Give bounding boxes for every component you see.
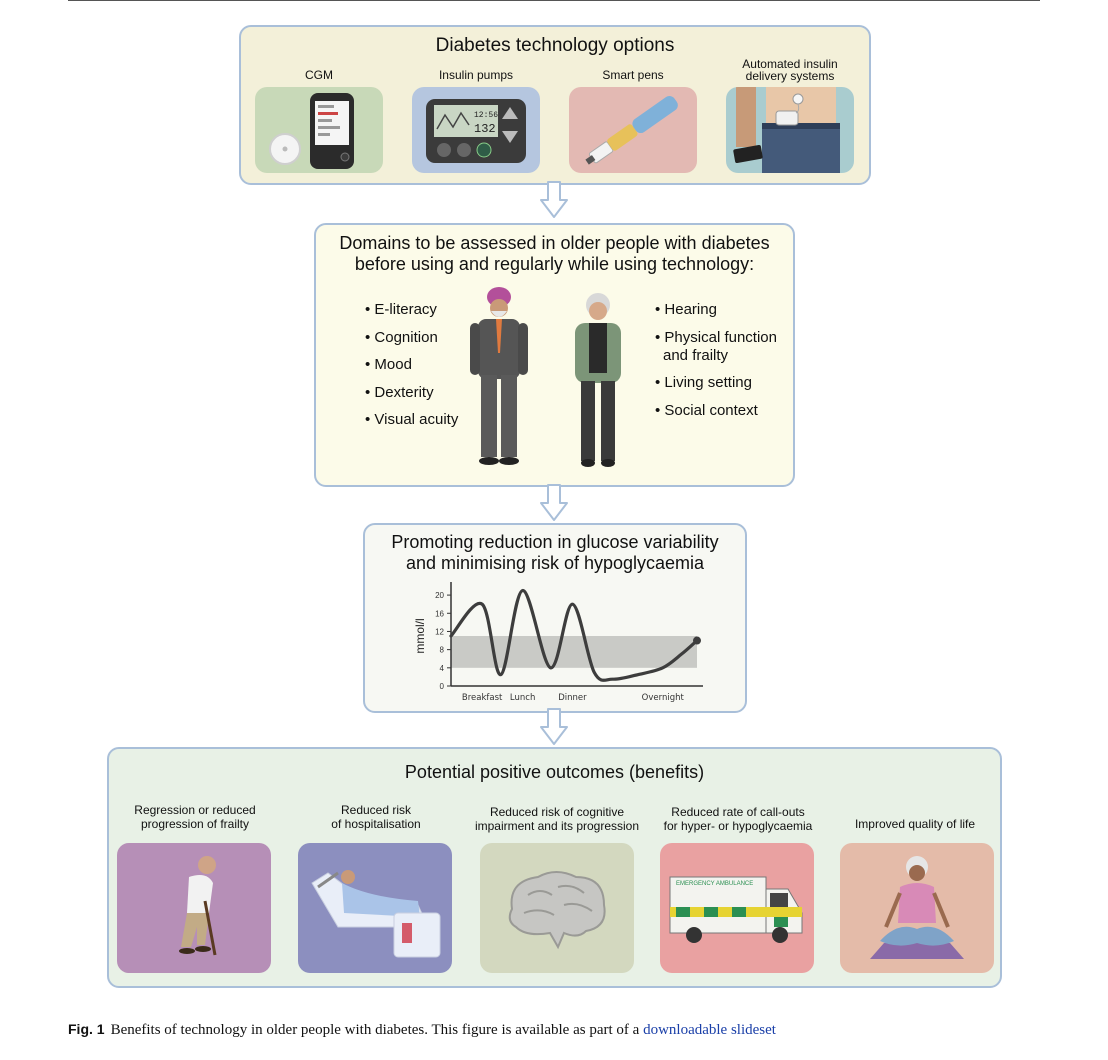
quality-of-life-tile [840,843,994,973]
glucose-series-line [449,588,699,682]
aid-system-icon [733,87,840,173]
brain-icon [508,871,606,950]
domain-item: • Cognition [365,328,438,346]
down-arrow-2 [540,484,568,521]
smart-pen-icon [585,95,678,165]
caption-fig-label: Fig. 1 [68,1021,105,1037]
insulin-pump-icon: 12:56 132 [426,99,526,163]
domain-item: • E-literacy [365,301,437,318]
y-tick-label: 12 [435,627,444,636]
insulin-pump-tile: 12:56 132 [412,87,540,173]
caption-text: Benefits of technology in older people w… [110,1022,644,1038]
x-tick-label: Overnight [642,693,685,703]
ambulance-tile: EMERGENCY AMBULANCE [660,843,814,973]
y-tick-label: 4 [440,664,445,673]
x-tick-label: Breakfast [462,693,503,703]
older-woman-illustration [575,293,621,467]
domains-title-line2: before using and regularly while using t… [354,254,755,274]
smart-pen-tile [569,87,697,173]
top-rule [68,0,1040,1]
domain-item: • Physical function and frailty [655,329,777,365]
down-arrow-3 [540,708,568,745]
hospital-tile [298,843,452,973]
pump-value: 132 [474,122,496,136]
y-axis-label: mmol/l [413,618,427,653]
hospital-bed-icon [311,870,441,958]
y-tick-label: 8 [440,646,445,655]
outcomes-panel: Potential positive outcomes (benefits) R… [107,747,1002,988]
domains-panel: Domains to be assessed in older people w… [314,223,795,487]
glucose-end-point [693,636,701,645]
domains-left-list: • E-literacy • Cognition • Mood • Dexter… [365,301,458,439]
tech-label-aid-line1: Automated insulin [742,57,838,71]
target-range-band [451,636,697,668]
tech-label-aid: Automated insulin delivery systems [722,58,858,82]
tech-label-pens: Smart pens [602,68,664,82]
domain-item: • Hearing [655,301,717,318]
domain-item: • Living setting [655,374,752,391]
pump-time: 12:56 [474,111,498,120]
cgm-tile [255,87,383,173]
outcomes-title: Potential positive outcomes (benefits) [404,762,705,782]
tech-label-pumps: Insulin pumps [438,68,514,82]
tech-options-title: Diabetes technology options [435,35,675,56]
meditation-icon [870,856,964,959]
outcome-label-quality: Improved quality of life [854,817,976,831]
x-tick-label: Lunch [510,693,535,703]
cognitive-tile [480,843,634,973]
ambulance-icon: EMERGENCY AMBULANCE [669,876,803,943]
tech-label-cgm: CGM [305,68,333,82]
slideset-link[interactable]: downloadable slideset [643,1022,776,1038]
frailty-tile [117,843,271,973]
glucose-title-line2: and minimising risk of hypoglycaemia [405,553,705,573]
glucose-title-line1: Promoting reduction in glucose variabili… [391,532,719,552]
glucose-panel: Promoting reduction in glucose variabili… [363,523,747,713]
glucose-title: Promoting reduction in glucose variabili… [365,532,745,574]
domain-item: • Visual acuity [365,411,459,428]
y-tick-label: 20 [435,591,444,600]
ambulance-text: EMERGENCY AMBULANCE [676,881,753,887]
x-tick-label: Dinner [558,693,587,703]
aid-tile [726,87,854,173]
domain-item: • Mood [365,356,412,373]
tech-label-aid-line2: delivery systems [745,69,835,83]
domains-title-line1: Domains to be assessed in older people w… [339,233,770,253]
y-tick-label: 16 [435,609,444,618]
y-tick-label: 0 [440,682,445,691]
domain-item: • Social context [655,401,758,419]
cgm-device-icon [269,93,354,169]
domains-title: Domains to be assessed in older people w… [316,233,793,275]
walking-stick-icon [179,856,217,956]
down-arrow-1 [540,181,568,218]
domains-right-list: • Hearing • Physical function and frailt… [655,301,777,429]
domain-item-line: and frailty [663,346,729,364]
domain-item-line: • Physical function [655,328,777,346]
domain-item: • Dexterity [365,383,434,401]
older-man-illustration [470,287,528,465]
figure-caption: Fig. 1 Benefits of technology in older pe… [68,1019,776,1040]
tech-options-panel: Diabetes technology options CGM Insulin … [239,25,871,185]
